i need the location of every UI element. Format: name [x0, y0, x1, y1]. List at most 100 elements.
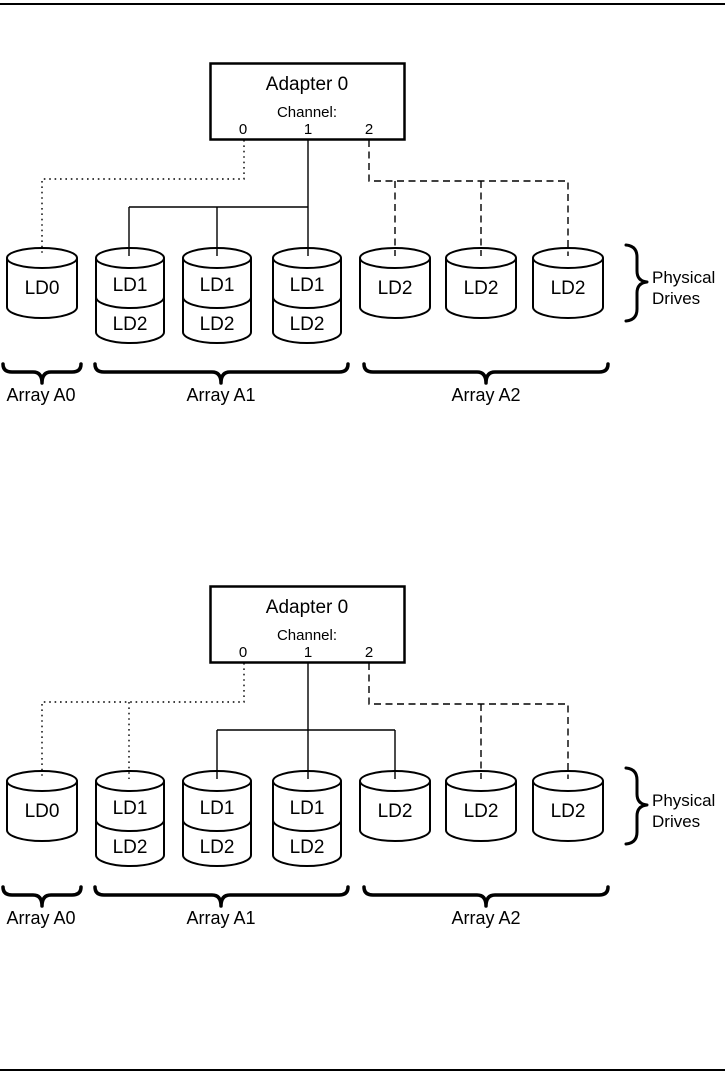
- channel-1-label: 1: [304, 121, 312, 138]
- cylinder-top: [445, 770, 517, 792]
- cylinder-top: [95, 247, 165, 269]
- array-a0-label: Array A0: [6, 385, 75, 405]
- channel-label: Channel:: [277, 627, 337, 644]
- cylinder-divider: [272, 296, 342, 309]
- drive-label: LD2: [113, 314, 148, 335]
- drive-ld2-3: LD2: [532, 770, 604, 842]
- cylinder-body: [182, 781, 252, 867]
- adapter-box: Adapter 0 Channel: 0 1 2: [209, 62, 406, 141]
- cylinder-body: [272, 258, 342, 344]
- drive-ld1-ld2-1: LD1 LD2: [95, 770, 165, 867]
- array-a1-label: Array A1: [186, 385, 255, 405]
- channel-0-dotted-line: [41, 140, 245, 256]
- channel-0-label: 0: [239, 121, 247, 138]
- adapter-box-outline: [209, 585, 406, 664]
- drive-label: LD2: [200, 837, 235, 858]
- cylinder-top: [6, 247, 78, 269]
- drive-ld0: LD0: [6, 247, 78, 319]
- drive-label: LD2: [200, 314, 235, 335]
- channel-label: Channel:: [277, 104, 337, 121]
- physical-drives-label-line2: Drives: [652, 289, 700, 308]
- adapter-title: Adapter 0: [266, 597, 348, 618]
- drive-ld2-1: LD2: [359, 247, 431, 319]
- cylinder-divider: [95, 819, 165, 832]
- drive-ld1-ld2-3: LD1 LD2: [272, 247, 342, 344]
- cylinder-top: [445, 247, 517, 269]
- physical-drives-brace: [624, 766, 649, 846]
- cylinder-divider: [182, 296, 252, 309]
- array-a2-brace: [362, 885, 610, 908]
- drive-ld2-1: LD2: [359, 770, 431, 842]
- drive-label: LD2: [551, 278, 586, 299]
- array-a1-brace: [93, 885, 350, 908]
- drive-ld2-2: LD2: [445, 247, 517, 319]
- drive-label: LD1: [113, 275, 148, 296]
- cylinder-top: [532, 770, 604, 792]
- array-a2-brace: [362, 362, 610, 385]
- drive-label: LD0: [25, 801, 60, 822]
- cylinder-divider: [95, 296, 165, 309]
- cylinder-top: [272, 247, 342, 269]
- drive-label: LD2: [464, 801, 499, 822]
- diagram-bottom: Adapter 0 Channel: 0 1 2 LD0 LD1 LD2: [0, 523, 725, 943]
- cylinder-top: [532, 247, 604, 269]
- cylinder-divider: [182, 819, 252, 832]
- cylinder-body: [6, 781, 78, 842]
- channel-1-label: 1: [304, 644, 312, 661]
- cylinder-body: [359, 781, 431, 842]
- array-a2-label: Array A2: [451, 385, 520, 405]
- channel-1-solid-line: [216, 663, 396, 779]
- drive-label: LD1: [113, 798, 148, 819]
- diagram-top: Adapter 0 Channel: 0 1 2 LD0 LD1 LD2: [0, 0, 725, 420]
- channel-1-solid-line: [128, 140, 309, 256]
- drive-label: LD2: [290, 314, 325, 335]
- physical-drives-label-line1: Physical: [652, 268, 715, 287]
- array-a0-brace: [1, 885, 83, 908]
- channel-0-label: 0: [239, 644, 247, 661]
- top-rule: [0, 3, 725, 5]
- cylinder-body: [532, 781, 604, 842]
- channel-0-dotted-line: [41, 663, 245, 779]
- cylinder-body: [445, 781, 517, 842]
- drive-ld1-ld2-1: LD1 LD2: [95, 247, 165, 344]
- adapter-box: Adapter 0 Channel: 0 1 2: [209, 585, 406, 664]
- array-a1-brace: [93, 362, 350, 385]
- drive-label: LD1: [200, 275, 235, 296]
- drive-label: LD2: [464, 278, 499, 299]
- drive-ld2-2: LD2: [445, 770, 517, 842]
- array-a0-label: Array A0: [6, 908, 75, 928]
- cylinder-body: [532, 258, 604, 319]
- cylinder-body: [359, 258, 431, 319]
- drive-ld1-ld2-3: LD1 LD2: [272, 770, 342, 867]
- cylinder-body: [182, 258, 252, 344]
- channel-2-label: 2: [365, 121, 373, 138]
- cylinder-body: [272, 781, 342, 867]
- drive-label: LD1: [200, 798, 235, 819]
- cylinder-top: [359, 247, 431, 269]
- drive-ld1-ld2-2: LD1 LD2: [182, 770, 252, 867]
- cylinder-top: [6, 770, 78, 792]
- drive-label: LD2: [378, 278, 413, 299]
- diagram-top-canvas: Adapter 0 Channel: 0 1 2 LD0 LD1 LD2: [1, 62, 715, 405]
- array-a1-label: Array A1: [186, 908, 255, 928]
- drive-label: LD2: [551, 801, 586, 822]
- cylinder-top: [95, 770, 165, 792]
- drive-label: LD2: [290, 837, 325, 858]
- drive-ld0: LD0: [6, 770, 78, 842]
- physical-drives-brace: [624, 243, 649, 323]
- physical-drives-label-line1: Physical: [652, 791, 715, 810]
- diagram-bottom-canvas: Adapter 0 Channel: 0 1 2 LD0 LD1 LD2: [1, 585, 715, 928]
- cylinder-divider: [272, 819, 342, 832]
- bottom-rule: [0, 1069, 725, 1071]
- channel-2-label: 2: [365, 644, 373, 661]
- drive-label: LD2: [113, 837, 148, 858]
- array-a0-brace: [1, 362, 83, 385]
- cylinder-body: [6, 258, 78, 319]
- cylinder-top: [272, 770, 342, 792]
- drive-label: LD1: [290, 275, 325, 296]
- drive-label: LD2: [378, 801, 413, 822]
- drive-label: LD1: [290, 798, 325, 819]
- drive-ld2-3: LD2: [532, 247, 604, 319]
- array-a2-label: Array A2: [451, 908, 520, 928]
